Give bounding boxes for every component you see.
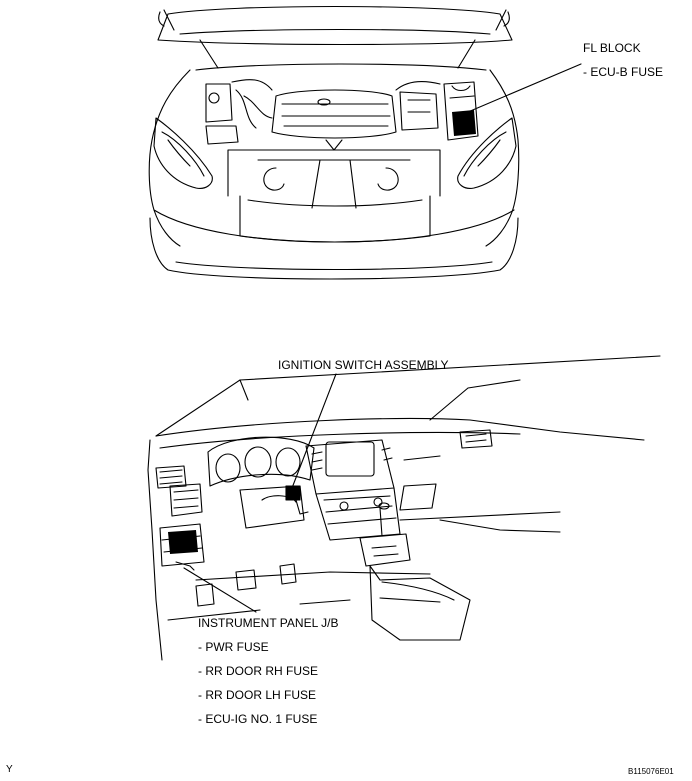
figure-id: B115076E01 — [628, 767, 674, 776]
instrument-panel-item-pwr: - PWR FUSE — [198, 640, 269, 654]
fl-block-title: FL BLOCK — [583, 41, 641, 55]
ignition-switch-label: IGNITION SWITCH ASSEMBLY — [278, 358, 449, 372]
leader-line-instrument-panel — [183, 567, 257, 613]
ignition-switch — [285, 485, 301, 501]
instrument-panel-title: INSTRUMENT PANEL J/B — [198, 616, 339, 630]
corner-code: Y — [6, 764, 13, 775]
fl-block-item-ecu-b: - ECU-B FUSE — [583, 65, 664, 79]
vehicle-dashboard-drawing — [147, 355, 661, 661]
instrument-panel-item-rr-door-rh: - RR DOOR RH FUSE — [198, 664, 318, 678]
vehicle-engine-compartment-drawing — [148, 5, 520, 280]
instrument-panel-item-rr-door-lh: - RR DOOR LH FUSE — [198, 688, 317, 702]
instrument-panel-item-ecu-ig: - ECU-IG NO. 1 FUSE — [198, 712, 318, 726]
leader-line-ignition-switch — [291, 373, 337, 489]
leader-line-fl-block — [467, 63, 582, 113]
